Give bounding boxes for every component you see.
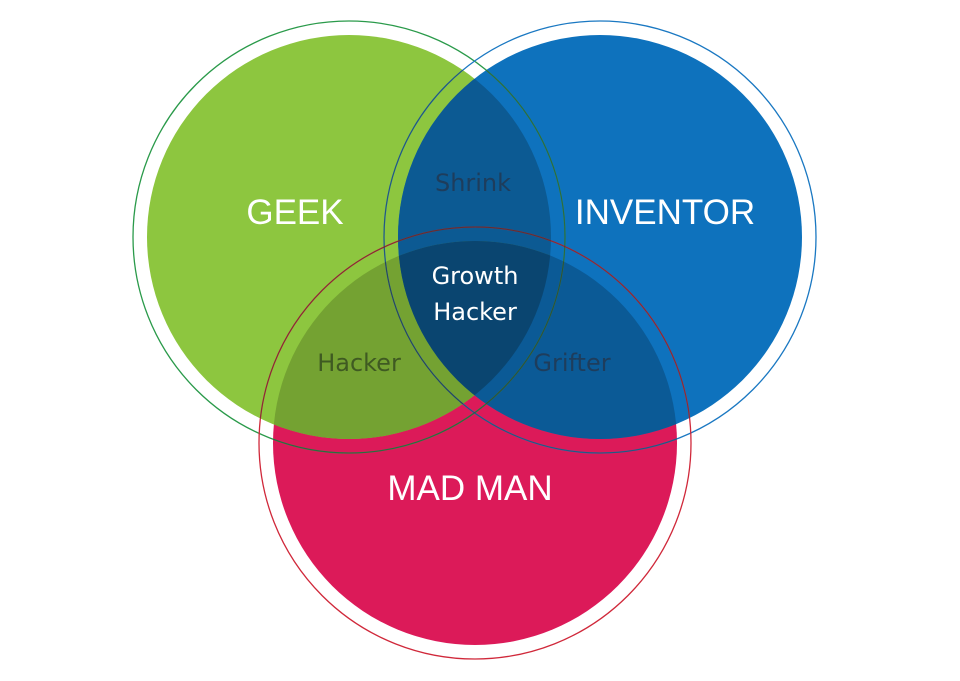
- ring-shadow: [398, 35, 566, 439]
- ring-shadow: [383, 241, 677, 454]
- ring-shadow: [383, 35, 551, 439]
- ring-shadow: [273, 241, 566, 454]
- shrink-label: Shrink: [435, 169, 511, 197]
- inventor-label: INVENTOR: [575, 193, 755, 232]
- inventor-madman-overlap: [398, 241, 677, 439]
- geek-madman-overlap: [273, 241, 551, 439]
- hacker-label: Hacker: [317, 349, 401, 377]
- ring-shadow: [398, 226, 692, 439]
- grifter-label: Grifter: [533, 349, 610, 377]
- growth-label: Growth: [432, 262, 519, 290]
- geek-label: GEEK: [246, 193, 343, 232]
- growth-hacker-label: Hacker: [433, 298, 517, 326]
- madman-label: MAD MAN: [387, 469, 552, 508]
